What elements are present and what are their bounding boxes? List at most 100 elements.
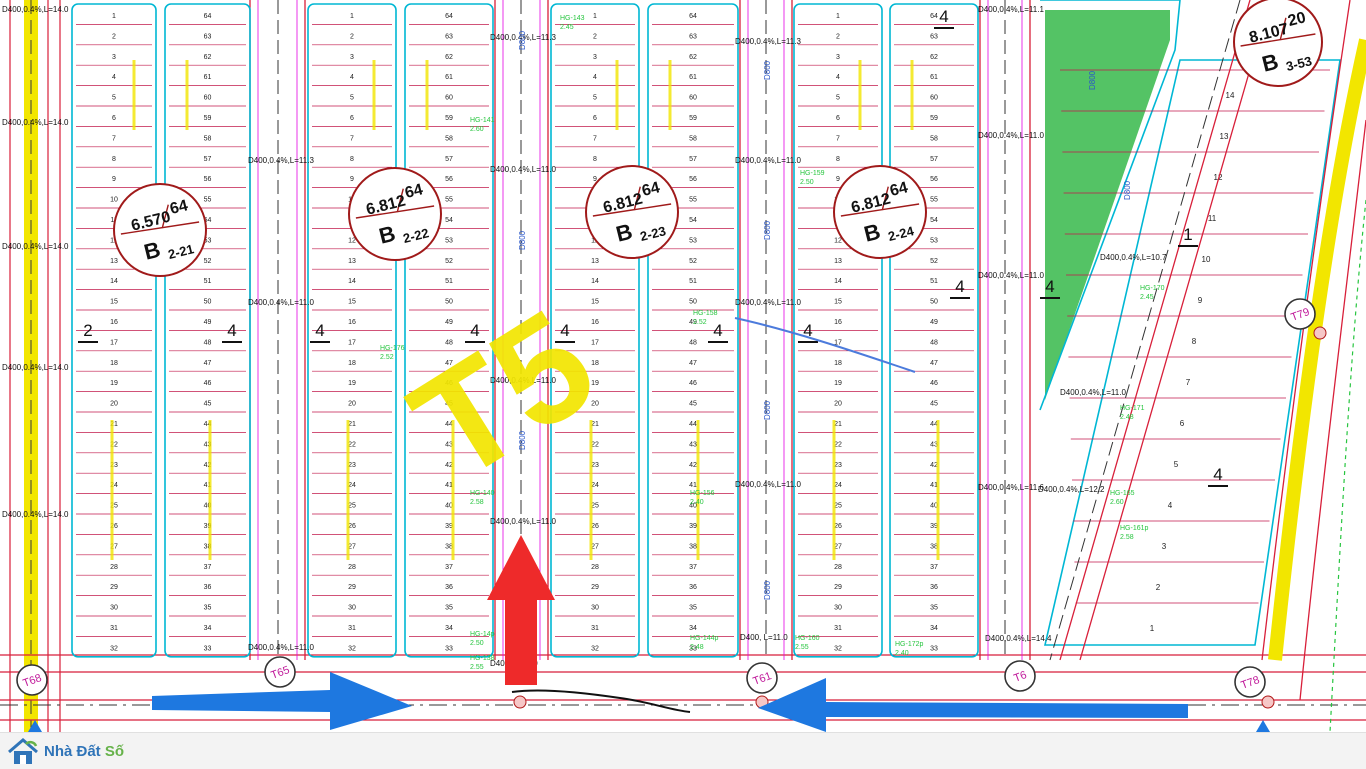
hg-code: HG-141: [470, 117, 495, 124]
lot-number: 61: [930, 74, 938, 81]
lot-number: 42: [689, 462, 697, 469]
lot-number: 37: [204, 564, 212, 571]
elevation-label: 2.48: [1120, 414, 1134, 421]
right-road-edge: [1261, 0, 1351, 661]
lot-number: 62: [930, 54, 938, 61]
lot-number: 32: [591, 645, 599, 652]
lot-number: 49: [445, 319, 453, 326]
red-up-arrow: [487, 535, 555, 685]
lot-number: 54: [930, 217, 938, 224]
lot-number: 52: [689, 258, 697, 265]
lot-number: 2: [112, 33, 116, 40]
lot-number: 37: [445, 564, 453, 571]
right-road-edge: [1299, 119, 1366, 701]
node-marker: T6: [1004, 660, 1036, 692]
block-lot-count: 64: [640, 179, 661, 200]
lot-number: 47: [445, 360, 453, 367]
lot-number: 36: [689, 584, 697, 591]
lot-number: 19: [110, 380, 118, 387]
lot-number: 38: [689, 543, 697, 550]
lot-number: 2: [350, 33, 354, 40]
lot-number: 22: [834, 441, 842, 448]
lot-number: 41: [445, 482, 453, 489]
lot-number: 47: [930, 360, 938, 367]
lot-count-label: 4: [1213, 465, 1222, 484]
elevation-label: 2.40: [895, 650, 909, 657]
lot-number: 8: [593, 156, 597, 163]
lot-number: 9: [593, 176, 597, 183]
d800-label: D800: [763, 60, 772, 80]
lot-number: 48: [689, 339, 697, 346]
lot-layer: 1234567891011121314151617181920212223242…: [71, 0, 1366, 732]
block-lot-count: 64: [168, 197, 189, 218]
pipe-label: D400,0.4%,L=14.0: [2, 363, 69, 372]
pipe-label: D400,0.4%,L=14.0: [2, 118, 69, 127]
pipe-label: D400,0.4%,L=11.1: [978, 5, 1044, 14]
node-circle: [1004, 660, 1036, 692]
pipe-label: D400,0.4%,L=12.2: [1038, 485, 1105, 494]
brand-logo[interactable]: Nhà Đất Số: [6, 735, 124, 767]
lot-number: 9: [350, 176, 354, 183]
lot-number: 55: [204, 197, 212, 204]
lot-number: 25: [591, 503, 599, 510]
lot-count-label: 4: [939, 7, 948, 26]
lot-number: 6: [112, 115, 116, 122]
lot-number: 63: [689, 33, 697, 40]
lot-number: 62: [445, 54, 453, 61]
lot-number: 58: [689, 135, 697, 142]
lot-number: 22: [591, 441, 599, 448]
lot-number: 7: [1186, 378, 1191, 387]
block-lot-count: 64: [888, 179, 909, 200]
hg-code: HG-161p: [1120, 525, 1149, 532]
lot-number: 43: [689, 441, 697, 448]
lot-column: 6463626160595857565554535251504948474645…: [404, 3, 494, 658]
lot-number: 19: [834, 380, 842, 387]
lot-number: 45: [930, 401, 938, 408]
hg-code: HG-159: [800, 170, 825, 177]
lot-number: 61: [445, 74, 453, 81]
lot-number: 7: [112, 135, 116, 142]
lot-number: 21: [348, 421, 356, 428]
lot-number: 13: [348, 258, 356, 265]
lot-number: 38: [204, 543, 212, 550]
lot-number: 42: [204, 462, 212, 469]
lot-number: 32: [110, 645, 118, 652]
elevation-label: 2.40: [690, 499, 704, 506]
node-circle: [1234, 666, 1266, 698]
block-badge-divider: [1279, 17, 1287, 41]
pipe-label: D400,0.4%,L=11.0: [490, 165, 556, 174]
lot-number: 12: [348, 237, 356, 244]
lot-number: 29: [591, 584, 599, 591]
hg-code: HG-144p: [690, 635, 719, 642]
lot-number: 5: [593, 95, 597, 102]
lot-number: 45: [204, 401, 212, 408]
lot-number: 34: [930, 625, 938, 632]
lot-number: 17: [110, 339, 118, 346]
lot-number: 36: [445, 584, 453, 591]
lot-number: 43: [445, 441, 453, 448]
node-marker: T61: [746, 662, 778, 694]
lot-number: 5: [350, 95, 354, 102]
lot-number: 58: [204, 135, 212, 142]
lot-number: 8: [112, 156, 116, 163]
block-code: B: [1259, 49, 1280, 77]
block-code: B: [613, 219, 634, 247]
block-badge-circle: [585, 165, 679, 259]
lot-number: 34: [445, 625, 453, 632]
lot-number: 60: [689, 95, 697, 102]
lot-number: 52: [930, 258, 938, 265]
manhole-marker: [1313, 326, 1327, 340]
lot-number: 12: [110, 237, 118, 244]
lot-number: 46: [445, 380, 453, 387]
lot-number: 53: [204, 237, 212, 244]
pipe-label: D400,0.4%,L=14.0: [2, 242, 69, 251]
lot-number: 27: [591, 543, 599, 550]
node-marker: T65: [264, 656, 296, 688]
lot-number: 32: [348, 645, 356, 652]
lot-number: 39: [204, 523, 212, 530]
site-plan-map[interactable]: 1234567891011121314151617181920212223242…: [0, 0, 1366, 732]
lot-number: 58: [930, 135, 938, 142]
elevation-label: 2.60: [470, 126, 484, 133]
